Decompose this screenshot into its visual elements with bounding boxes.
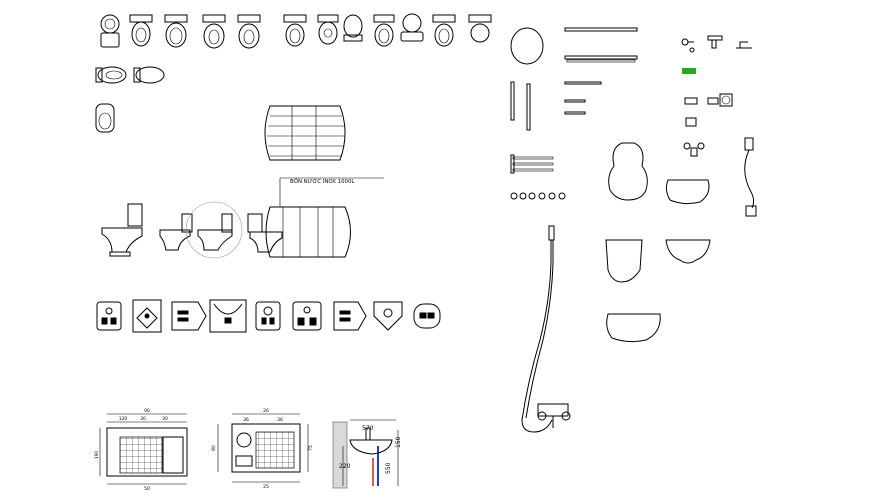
- faucet-cluster: [681, 35, 752, 157]
- fixture-symbol-row: [96, 299, 441, 333]
- dim-elev-220: 220: [339, 463, 351, 470]
- round-mirror: [510, 27, 544, 65]
- bathroom-plan-b: 26 36 36 80 25 75: [211, 408, 314, 490]
- hand-shower: [521, 225, 571, 433]
- toilet-plan-icon: [164, 14, 188, 48]
- sink-elevation: 570 150 550 220: [332, 419, 402, 489]
- dim-plan-b-sub: 36: [243, 417, 249, 423]
- tank-label: BỒN NƯỚC INOX 1000L: [290, 176, 354, 185]
- towel-bar-set: [564, 27, 638, 115]
- water-tank-elevation: BỒN NƯỚC INOX 1000L: [265, 176, 384, 258]
- fixture-symbol: [333, 301, 367, 331]
- dim-elev-570: 570: [362, 425, 374, 432]
- green-fixture: [682, 68, 696, 74]
- fixture-symbol: [413, 303, 441, 329]
- dim-plan-b-sub: 36: [277, 417, 283, 423]
- toilet-plan-icon: [317, 14, 339, 45]
- toilet-plan-icon: [400, 13, 424, 42]
- toilet-plan-icon: [343, 14, 363, 42]
- dim-elev-150: 150: [395, 436, 402, 448]
- toilet-plan-icon: [202, 14, 226, 49]
- shower-column: [744, 137, 757, 217]
- fixture-symbol: [255, 301, 281, 331]
- hook-row: [510, 192, 566, 200]
- dim-plan-b-bottom: 25: [263, 484, 269, 490]
- toilet-plan-icon: [373, 14, 395, 47]
- urinal-front: [605, 239, 643, 283]
- fixture-symbol: [292, 301, 322, 331]
- fixture-symbol: [209, 299, 247, 333]
- basin-oval: [665, 179, 710, 205]
- fixture-symbol: [171, 301, 207, 331]
- toilet-top-plan: [95, 103, 115, 133]
- dim-elev-550: 550: [385, 462, 392, 474]
- dim-plan-a-top: 90: [144, 408, 150, 414]
- toilet-plan-icon: [100, 14, 120, 48]
- basin-small: [606, 313, 661, 343]
- toilet-plan-row: [100, 13, 492, 49]
- fixture-symbol: [96, 301, 122, 331]
- toilet-elevation: [159, 213, 193, 251]
- basin-top-view: [608, 142, 648, 201]
- dim-plan-b-top: 26: [263, 408, 269, 414]
- dim-plan-b-left: 80: [211, 445, 217, 451]
- dim-plan-a-bottom: 50: [144, 486, 150, 492]
- toilet-side-plan: [95, 66, 127, 84]
- toilet-plan-icon: [283, 14, 307, 47]
- fixture-symbol: [132, 299, 162, 333]
- towel-rack-side: [510, 154, 554, 174]
- toilet-plan-icon: [129, 14, 153, 47]
- bathroom-plan-a: 90 120 30 30 190 50: [94, 408, 188, 492]
- toilet-elevation: [247, 213, 283, 253]
- toilet-side-plan: [133, 66, 165, 84]
- dim-plan-a-sub: 30: [140, 416, 146, 422]
- water-tank-plan: [264, 105, 346, 161]
- toilet-plan-icon: [237, 14, 261, 49]
- fixture-symbol: [373, 301, 403, 331]
- dim-plan-b-right: 75: [308, 445, 314, 451]
- urinal-side: [665, 239, 711, 264]
- toilet-elevation: [185, 201, 243, 259]
- dim-plan-a-left: 190: [94, 451, 100, 460]
- toilet-plan-icon: [468, 14, 492, 43]
- dim-plan-a-sub: 30: [162, 416, 168, 422]
- grab-bars: [510, 81, 531, 131]
- toilet-plan-icon: [432, 14, 456, 47]
- toilet-elevation: [101, 203, 143, 257]
- dim-plan-a-sub: 120: [119, 416, 128, 422]
